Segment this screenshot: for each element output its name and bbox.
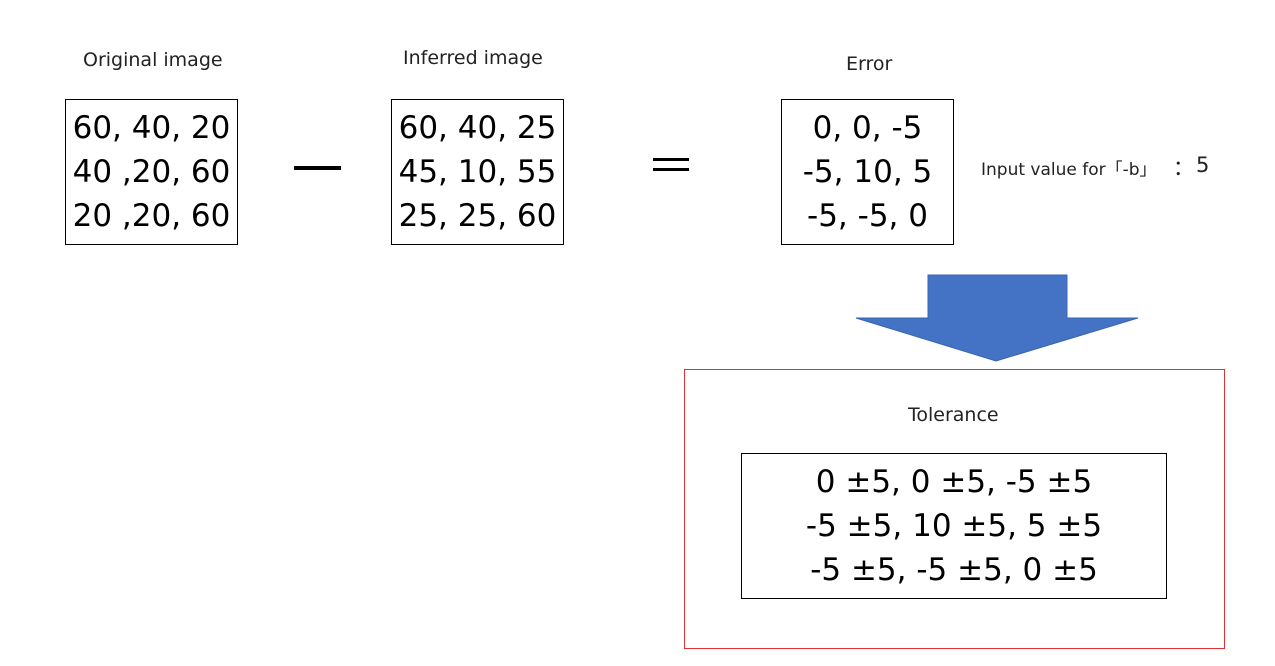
b-input-separator: ： <box>1173 156 1194 180</box>
matrix-row: 25, 25, 60 <box>398 198 557 234</box>
tolerance-label: Tolerance <box>908 404 999 426</box>
matrix-row: 20 ,20, 60 <box>72 198 231 234</box>
tolerance-frame <box>684 369 1225 649</box>
matrix-row: 60, 40, 20 <box>72 110 231 146</box>
error-matrix: 0, 0, -5 -5, 10, 5 -5, -5, 0 <box>781 99 954 245</box>
matrix-row: 0, 0, -5 <box>812 110 923 146</box>
matrix-row: -5 ±5, -5 ±5, 0 ±5 <box>810 552 1098 588</box>
inferred-image-matrix: 60, 40, 25 45, 10, 55 25, 25, 60 <box>391 99 564 245</box>
matrix-row: 0 ±5, 0 ±5, -5 ±5 <box>815 464 1093 500</box>
b-input-value: 5 <box>1196 153 1210 177</box>
matrix-row: 40 ,20, 60 <box>72 154 231 190</box>
error-label: Error <box>846 53 893 75</box>
original-image-matrix: 60, 40, 20 40 ,20, 60 20 ,20, 60 <box>65 99 238 245</box>
tolerance-matrix: 0 ±5, 0 ±5, -5 ±5 -5 ±5, 10 ±5, 5 ±5 -5 … <box>741 453 1167 599</box>
matrix-row: -5 ±5, 10 ±5, 5 ±5 <box>805 508 1103 544</box>
original-image-label: Original image <box>83 49 223 71</box>
matrix-row: -5, 10, 5 <box>802 154 933 190</box>
inferred-image-label: Inferred image <box>403 47 543 69</box>
minus-operator <box>294 166 341 170</box>
matrix-row: 60, 40, 25 <box>398 110 557 146</box>
down-arrow-shape <box>855 274 1139 362</box>
equals-operator <box>653 158 689 171</box>
matrix-row: -5, -5, 0 <box>807 198 928 234</box>
down-arrow-icon <box>855 274 1139 362</box>
b-input-label: Input value for「-b」 <box>981 160 1157 180</box>
matrix-row: 45, 10, 55 <box>398 154 557 190</box>
